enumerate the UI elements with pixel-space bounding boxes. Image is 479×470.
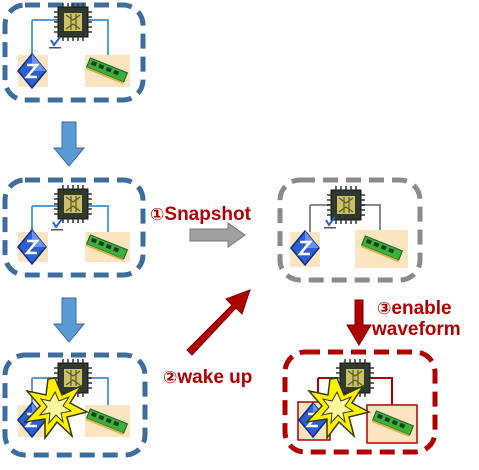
cpu-chip-icon — [53, 184, 93, 224]
snapshot-label: ①Snapshot — [150, 204, 251, 225]
arrow-down-1 — [52, 121, 86, 167]
check-emulator-icon — [48, 36, 62, 50]
snapshot-arrow — [189, 222, 246, 248]
enable-waveform-arrow — [346, 299, 372, 346]
arrow-down-2 — [52, 297, 86, 343]
enable-waveform-label: ③enable — [377, 298, 452, 319]
check-emulator-icon — [323, 216, 337, 230]
cpu-chip-icon — [326, 185, 366, 225]
state-box-initial — [2, 2, 146, 103]
wake-up-label: ②wake up — [163, 367, 253, 388]
wake-up-arrow — [186, 289, 251, 356]
enable-waveform-label-line2: waveform — [372, 319, 461, 340]
check-emulator-icon — [50, 218, 64, 232]
state-box-snapshot — [277, 177, 423, 283]
state-box-crash — [2, 352, 148, 458]
cpu-chip-icon — [53, 2, 93, 42]
state-box-snapshot-source — [2, 177, 146, 278]
state-box-waveform — [282, 349, 438, 455]
